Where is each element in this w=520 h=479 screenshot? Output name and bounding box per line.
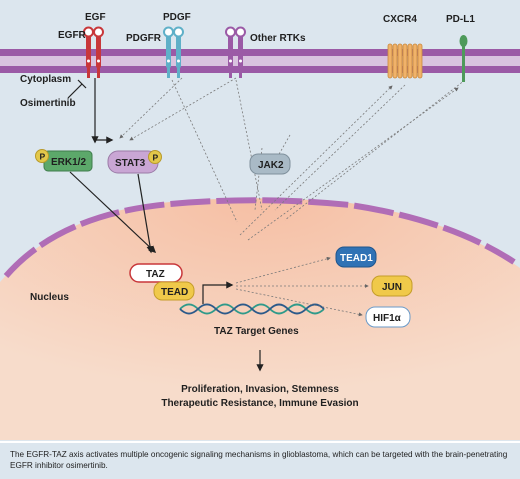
other-rtks-label: Other RTKs bbox=[250, 33, 306, 44]
plasma-membrane bbox=[0, 49, 520, 73]
osimertinib-inhibition bbox=[67, 79, 87, 99]
erk-node bbox=[35, 149, 93, 172]
dna-helix bbox=[179, 303, 325, 315]
transcription-start-arrow bbox=[202, 281, 234, 304]
hif1a-node bbox=[365, 306, 411, 328]
target-gene-arrows bbox=[235, 256, 369, 317]
egfr-label: EGFR bbox=[58, 30, 87, 41]
egf-label: EGF bbox=[85, 12, 106, 23]
jun-label: JUN bbox=[382, 282, 402, 293]
pdgfr-receptor bbox=[163, 26, 184, 78]
target-genes-label: TAZ Target Genes bbox=[214, 326, 299, 337]
stat3-label: STAT3 bbox=[115, 158, 146, 169]
to-taz-arrows bbox=[69, 171, 157, 254]
outcome-line-1: Proliferation, Invasion, Stemness bbox=[181, 384, 339, 395]
osimertinib-label: Osimertinib bbox=[20, 98, 76, 109]
jun-node bbox=[371, 275, 413, 297]
egfr-downstream-arrows bbox=[91, 78, 114, 144]
pdl1-protein bbox=[459, 35, 468, 82]
egfr-receptor bbox=[83, 26, 104, 78]
cytoplasm-label: Cytoplasm bbox=[20, 74, 71, 85]
pdgf-label: PDGF bbox=[163, 12, 191, 23]
cxcr4-receptor bbox=[387, 43, 423, 79]
hif1a-label: HIF1α bbox=[373, 313, 402, 324]
other-rtks-receptor bbox=[225, 26, 246, 78]
jak2-node bbox=[249, 153, 291, 175]
outcome-line-2: Therapeutic Resistance, Immune Evasion bbox=[161, 398, 358, 409]
cxcr4-label: CXCR4 bbox=[383, 14, 417, 25]
stat3-phospho-label: P bbox=[153, 153, 159, 163]
stat3-node bbox=[107, 150, 162, 174]
nucleus bbox=[0, 197, 520, 440]
tead1-node bbox=[335, 246, 377, 268]
pdgfr-label: PDGFR bbox=[126, 33, 162, 44]
figure-caption: The EGFR-TAZ axis activates multiple onc… bbox=[10, 450, 508, 470]
nucleus-label: Nucleus bbox=[30, 292, 69, 303]
taz-label: TAZ bbox=[146, 269, 165, 280]
erk-label: ERK1/2 bbox=[51, 157, 86, 168]
tead1-label: TEAD1 bbox=[340, 253, 373, 264]
tead-label: TEAD bbox=[161, 287, 188, 298]
taz-tead-complex bbox=[129, 263, 195, 301]
jak2-label: JAK2 bbox=[258, 160, 284, 171]
pdl1-label: PD-L1 bbox=[446, 14, 475, 25]
erk-phospho-label: P bbox=[40, 152, 46, 162]
